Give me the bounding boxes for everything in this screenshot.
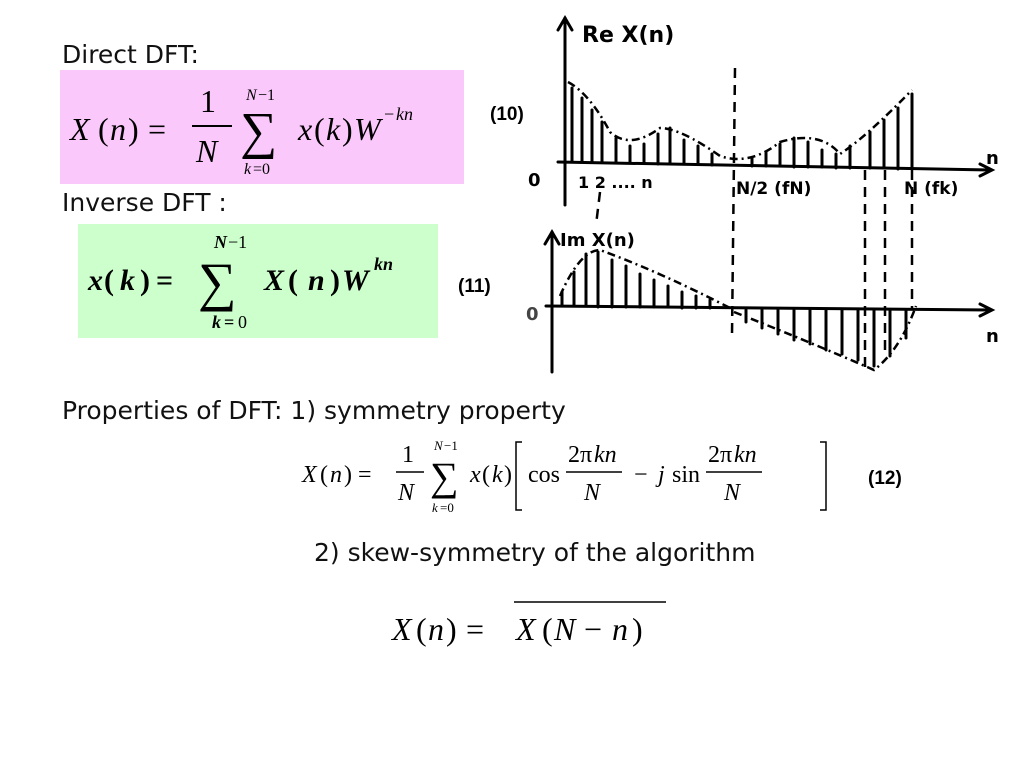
svg-text:x: x (87, 264, 103, 297)
svg-text:N: N (245, 87, 258, 104)
svg-text:−1: −1 (444, 438, 458, 453)
svg-text:): ) (632, 611, 643, 647)
svg-text:N: N (213, 232, 228, 252)
equation-number-12: (12) (868, 468, 902, 489)
svg-text:=: = (466, 611, 484, 647)
svg-text:): ) (504, 462, 512, 488)
svg-text:−: − (634, 462, 648, 488)
svg-text:N: N (397, 480, 416, 506)
svg-text:x: x (469, 462, 481, 488)
svg-text:N: N (195, 133, 219, 169)
svg-text:1: 1 (200, 83, 216, 119)
svg-text:−: − (584, 611, 602, 647)
svg-text:n: n (612, 611, 628, 647)
svg-text:): ) (446, 611, 457, 647)
svg-text:(: ( (104, 264, 114, 297)
svg-text:=0: =0 (253, 161, 270, 178)
svg-text:X: X (390, 611, 413, 647)
svg-text:N: N (583, 480, 602, 506)
svg-text:=: = (148, 111, 166, 147)
svg-text:n: n (308, 264, 325, 297)
properties-label: Properties of DFT: 1) symmetry property (62, 396, 566, 425)
svg-text:X: X (263, 264, 285, 297)
svg-text:(: ( (542, 611, 553, 647)
svg-text:): ) (140, 264, 150, 297)
re-axis-label: Re X(n) (582, 23, 674, 48)
re-n-axis-label: n (986, 148, 999, 169)
svg-text:k: k (244, 161, 252, 178)
im-n-axis-label: n (986, 326, 999, 347)
svg-text:): ) (128, 111, 139, 147)
svg-text:n: n (428, 611, 444, 647)
svg-text:(: ( (98, 111, 109, 147)
dft-spectrum-diagram: Re X(n) Im X(n) 0 0 1 2 .... n N/2 (fN) … (526, 15, 999, 374)
svg-text:2π: 2π (568, 442, 592, 468)
svg-text:N: N (723, 480, 742, 506)
svg-text:): ) (344, 462, 352, 488)
inverse-dft-label: Inverse DFT : (62, 188, 227, 217)
svg-text:k: k (120, 264, 135, 297)
svg-text:x: x (297, 111, 312, 147)
svg-text:): ) (342, 111, 353, 147)
svg-text:sin: sin (672, 462, 700, 488)
svg-text:∑: ∑ (198, 252, 237, 312)
re-zero-label: 0 (528, 170, 541, 191)
equation-number-10: (10) (490, 104, 524, 125)
svg-text:cos: cos (528, 462, 560, 488)
svg-text:): ) (330, 264, 340, 297)
svg-text:kn: kn (734, 442, 757, 468)
svg-text:=: = (224, 312, 234, 332)
svg-text:−1: −1 (228, 232, 247, 252)
end-label: N (fk) (904, 179, 958, 199)
inverse-dft-formula: x ( k ) = ∑ N −1 k = 0 X ( n ) W kn (87, 232, 393, 332)
svg-text:=0: =0 (440, 500, 454, 515)
symmetry-formula: X ( n ) = 1 N ∑ N −1 k =0 x ( k ) cos 2π… (301, 438, 827, 515)
svg-text:−1: −1 (258, 87, 275, 104)
direct-dft-formula: X ( n ) = 1 N ∑ N −1 k =0 x ( k ) W − kn (68, 83, 413, 178)
equation-number-11: (11) (458, 276, 491, 297)
svg-text:kn: kn (374, 254, 393, 274)
svg-text:j: j (655, 462, 665, 488)
svg-text:(: ( (314, 111, 325, 147)
svg-text:kn: kn (396, 104, 413, 124)
svg-text:W: W (354, 111, 384, 147)
skew-symmetry-formula: X ( n ) = X ( N − n ) (390, 601, 666, 647)
svg-text:0: 0 (238, 312, 247, 332)
svg-text:−: − (384, 104, 394, 124)
half-label: N/2 (fN) (736, 179, 811, 199)
im-axis-label: Im X(n) (560, 230, 635, 251)
svg-text:N: N (553, 611, 577, 647)
svg-text:(: ( (482, 462, 490, 488)
direct-dft-label: Direct DFT: (62, 40, 199, 69)
svg-text:(: ( (416, 611, 427, 647)
svg-text:n: n (330, 462, 342, 488)
skew-symmetry-label: 2) skew-symmetry of the algorithm (314, 538, 756, 567)
svg-text:∑: ∑ (430, 454, 459, 499)
svg-text:W: W (342, 264, 371, 297)
svg-text:k: k (212, 312, 221, 332)
im-zero-label: 0 (526, 304, 539, 325)
svg-text:n: n (110, 111, 126, 147)
svg-text:N: N (433, 438, 444, 453)
direct-dft-formula-box (60, 70, 464, 184)
svg-text:X: X (514, 611, 537, 647)
svg-text:(: ( (288, 264, 298, 297)
svg-text:X: X (68, 111, 91, 147)
tick-labels: 1 2 .... n (578, 173, 653, 192)
svg-text:2π: 2π (708, 442, 732, 468)
svg-text:X: X (301, 462, 318, 488)
inverse-dft-formula-box (78, 224, 438, 338)
svg-text:∑: ∑ (240, 103, 277, 160)
svg-text:=: = (156, 264, 173, 297)
svg-text:k: k (326, 111, 341, 147)
svg-text:kn: kn (594, 442, 617, 468)
svg-text:k: k (492, 462, 503, 488)
svg-text:=: = (358, 462, 372, 488)
svg-text:(: ( (320, 462, 328, 488)
svg-text:1: 1 (402, 442, 414, 468)
svg-text:k: k (432, 500, 438, 515)
